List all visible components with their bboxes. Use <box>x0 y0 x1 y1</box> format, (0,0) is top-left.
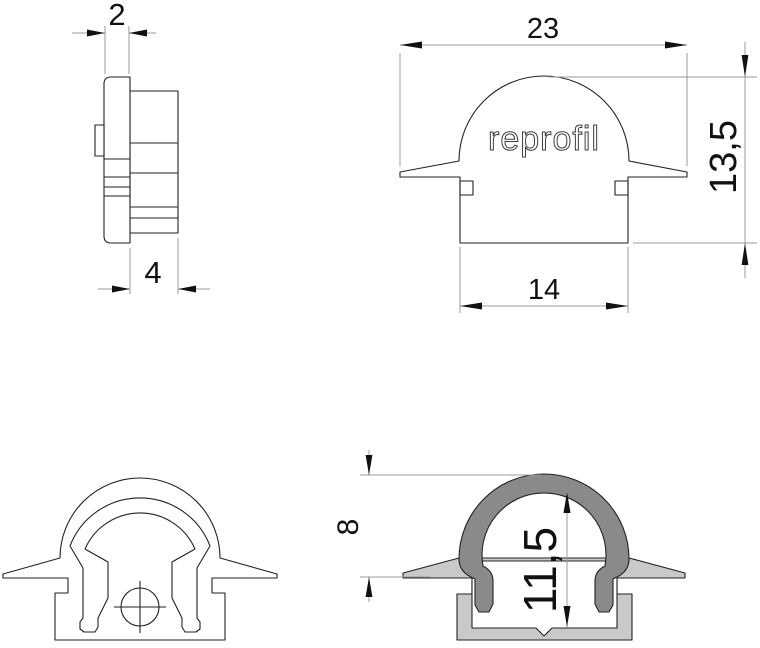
profile-outline-silhouette <box>2 477 278 641</box>
endcap-clip-hole-left <box>459 180 474 196</box>
dim-arrowhead <box>665 41 687 49</box>
dim-arrowhead <box>129 29 147 37</box>
dim-arrowhead <box>365 577 373 597</box>
view-endcap-side: 2 4 <box>72 0 210 294</box>
dim-arrowhead <box>606 302 628 310</box>
dim-arrowhead <box>741 243 749 265</box>
dim-arrowhead <box>87 29 105 37</box>
view-profile-outline <box>2 477 278 641</box>
dimension-overall-height: 13,5 <box>549 42 757 278</box>
view-profile-section: 8 11,5 <box>332 450 686 641</box>
dim-arrowhead <box>365 455 373 475</box>
dim-arrowhead <box>741 55 749 77</box>
view-endcap-front: reprofil 23 13,5 14 <box>399 13 757 313</box>
endcap-side-face-plate <box>103 76 131 244</box>
dimension-overall-width: 23 <box>399 13 688 166</box>
dim-arrowhead <box>400 41 422 49</box>
dim-label-face-thickness: 2 <box>108 0 125 32</box>
endcap-front-outline <box>399 75 688 244</box>
profile-inner-arc-middle <box>69 497 211 547</box>
endcap-side-tab <box>94 124 105 157</box>
dimension-total-depth: 4 <box>98 238 210 294</box>
dim-arrowhead <box>112 285 130 293</box>
dim-label-total-depth: 4 <box>144 255 161 290</box>
dim-arrowhead <box>178 285 196 293</box>
dim-arrowhead <box>563 492 571 513</box>
profile-cover-dome <box>458 473 630 613</box>
dim-label-inner-height: 11,5 <box>514 527 566 613</box>
dim-label-overall-height: 13,5 <box>703 120 745 194</box>
endcap-side-body-block <box>129 90 179 234</box>
dimension-inner-height: 11,5 <box>514 492 571 627</box>
dim-arrowhead <box>563 606 571 627</box>
dimension-face-thickness: 2 <box>72 0 156 74</box>
profile-inner-arc-inner <box>84 512 196 550</box>
dimension-cover-height: 8 <box>332 450 541 602</box>
dimension-body-width: 14 <box>459 247 629 313</box>
brand-logo-text: reprofil <box>488 120 600 158</box>
dim-label-body-width: 14 <box>528 274 560 306</box>
dim-label-cover-height: 8 <box>332 519 365 536</box>
profile-clip-hook-right <box>171 545 211 633</box>
dim-arrowhead <box>460 302 482 310</box>
profile-clip-hook-left <box>69 545 109 633</box>
endcap-clip-hole-right <box>614 180 629 196</box>
dim-label-overall-width: 23 <box>527 13 559 45</box>
